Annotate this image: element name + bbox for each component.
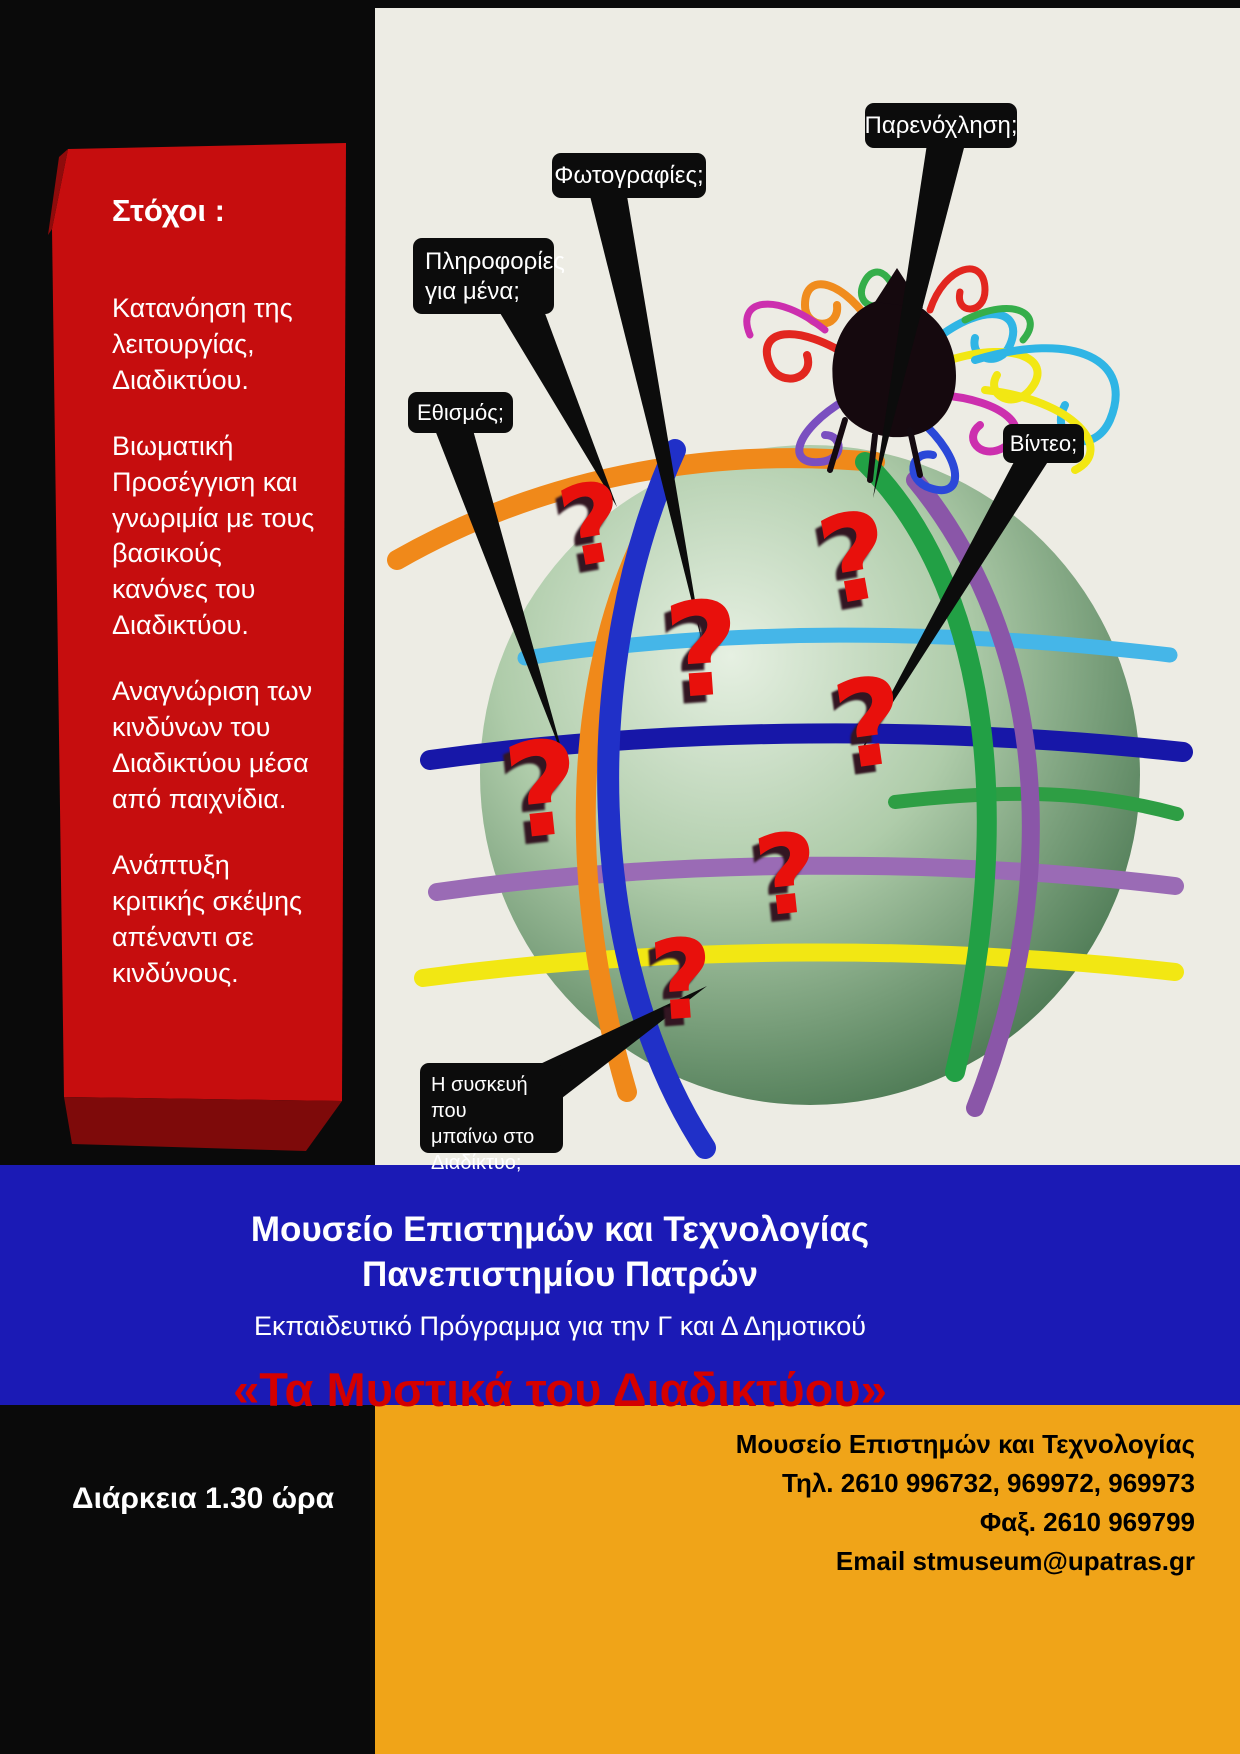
- banner-title: «Τα Μυστικά του Διαδικτύου»: [233, 1363, 887, 1416]
- banner-program: Εκπαιδευτικό Πρόγραμμα για την Γ και Δ Δ…: [254, 1311, 866, 1341]
- red-panel-shape: [48, 143, 346, 1151]
- callout-device-line2: μπαίνω στο: [431, 1126, 535, 1148]
- banner-museum-line2: Πανεπιστημίου Πατρών: [361, 1255, 759, 1294]
- callout-photos: Φωτογραφίες;: [552, 153, 706, 198]
- question-mark: ?: [497, 710, 589, 870]
- callout-personal-info-line2: για μένα;: [425, 278, 520, 305]
- goal-item: Ανάπτυξη κριτικής σκέψης απέναντι σε κιν…: [112, 849, 303, 988]
- contact-line: Μουσείο Επιστημών και Τεχνολογίας: [735, 1429, 1195, 1459]
- callout-personal-info-line1: Πληροφορίες: [425, 248, 565, 275]
- question-mark: ?: [659, 571, 746, 729]
- callout-addiction: Εθισμός;: [408, 392, 513, 433]
- callout-video-label: Βίντεο;: [1009, 430, 1078, 456]
- contact-line: Φαξ. 2610 969799: [979, 1507, 1195, 1537]
- goal-item: Αναγνώριση των κινδύνων του Διαδικτύου μ…: [112, 676, 313, 814]
- contact-line: Τηλ. 2610 996732, 969972, 969973: [782, 1468, 1195, 1498]
- callout-addiction-label: Εθισμός;: [416, 399, 504, 425]
- callout-photos-label: Φωτογραφίες;: [554, 161, 704, 189]
- callout-device: Η συσκευή που μπαίνω στο Διαδίκτυο;: [420, 1063, 563, 1174]
- callout-personal-info: Πληροφορίες για μένα;: [413, 238, 565, 314]
- question-mark: ?: [748, 808, 826, 942]
- goals-heading: Στόχοι :: [112, 193, 225, 228]
- contact-line: Email stmuseum@upatras.gr: [835, 1546, 1195, 1576]
- callout-harassment-label: Παρενόχληση;: [864, 111, 1018, 139]
- contact-block: Μουσείο Επιστημών και Τεχνολογίας Τηλ. 2…: [375, 1425, 1195, 1581]
- ribbon-blue-long: [597, 439, 716, 1159]
- ribbon-purple-lat: [428, 856, 1184, 901]
- question-mark: ?: [645, 913, 719, 1047]
- banner-museum-line1: Μουσείο Επιστημών και Τεχνολογίας: [250, 1210, 870, 1249]
- callout-tails: [435, 144, 1049, 1098]
- ribbon-green-lat: [888, 786, 1184, 821]
- blue-banner-band: [0, 1165, 1240, 1405]
- ribbon-yellow: [414, 943, 1184, 987]
- callout-video: Βίντεο;: [1003, 424, 1084, 463]
- goals-panel: Στόχοι : Κατανόηση της λειτουργίας, Διαδ…: [48, 143, 348, 1155]
- callout-harassment: Παρενόχληση;: [864, 103, 1018, 148]
- orange-contact-band: [375, 1405, 1240, 1754]
- ribbon-navy: [420, 723, 1193, 770]
- callout-device-line3: Διαδίκτυο;: [431, 1152, 522, 1174]
- goal-item: Κατανόηση της λειτουργίας, Διαδικτύου.: [112, 293, 293, 395]
- banner: Μουσείο Επιστημών και Τεχνολογίας Πανεπι…: [0, 1165, 1120, 1416]
- globe-illustration: [387, 144, 1193, 1159]
- goal-item: Βιωματική Προσέγγιση και γνωριμία με του…: [112, 430, 315, 641]
- callout-device-line1: Η συσκευή που: [431, 1074, 528, 1122]
- ribbon-purple-long: [906, 471, 1040, 1117]
- duration-label: Διάρκεια 1.30 ώρα: [72, 1482, 335, 1515]
- ribbon-green-long: [855, 452, 997, 1082]
